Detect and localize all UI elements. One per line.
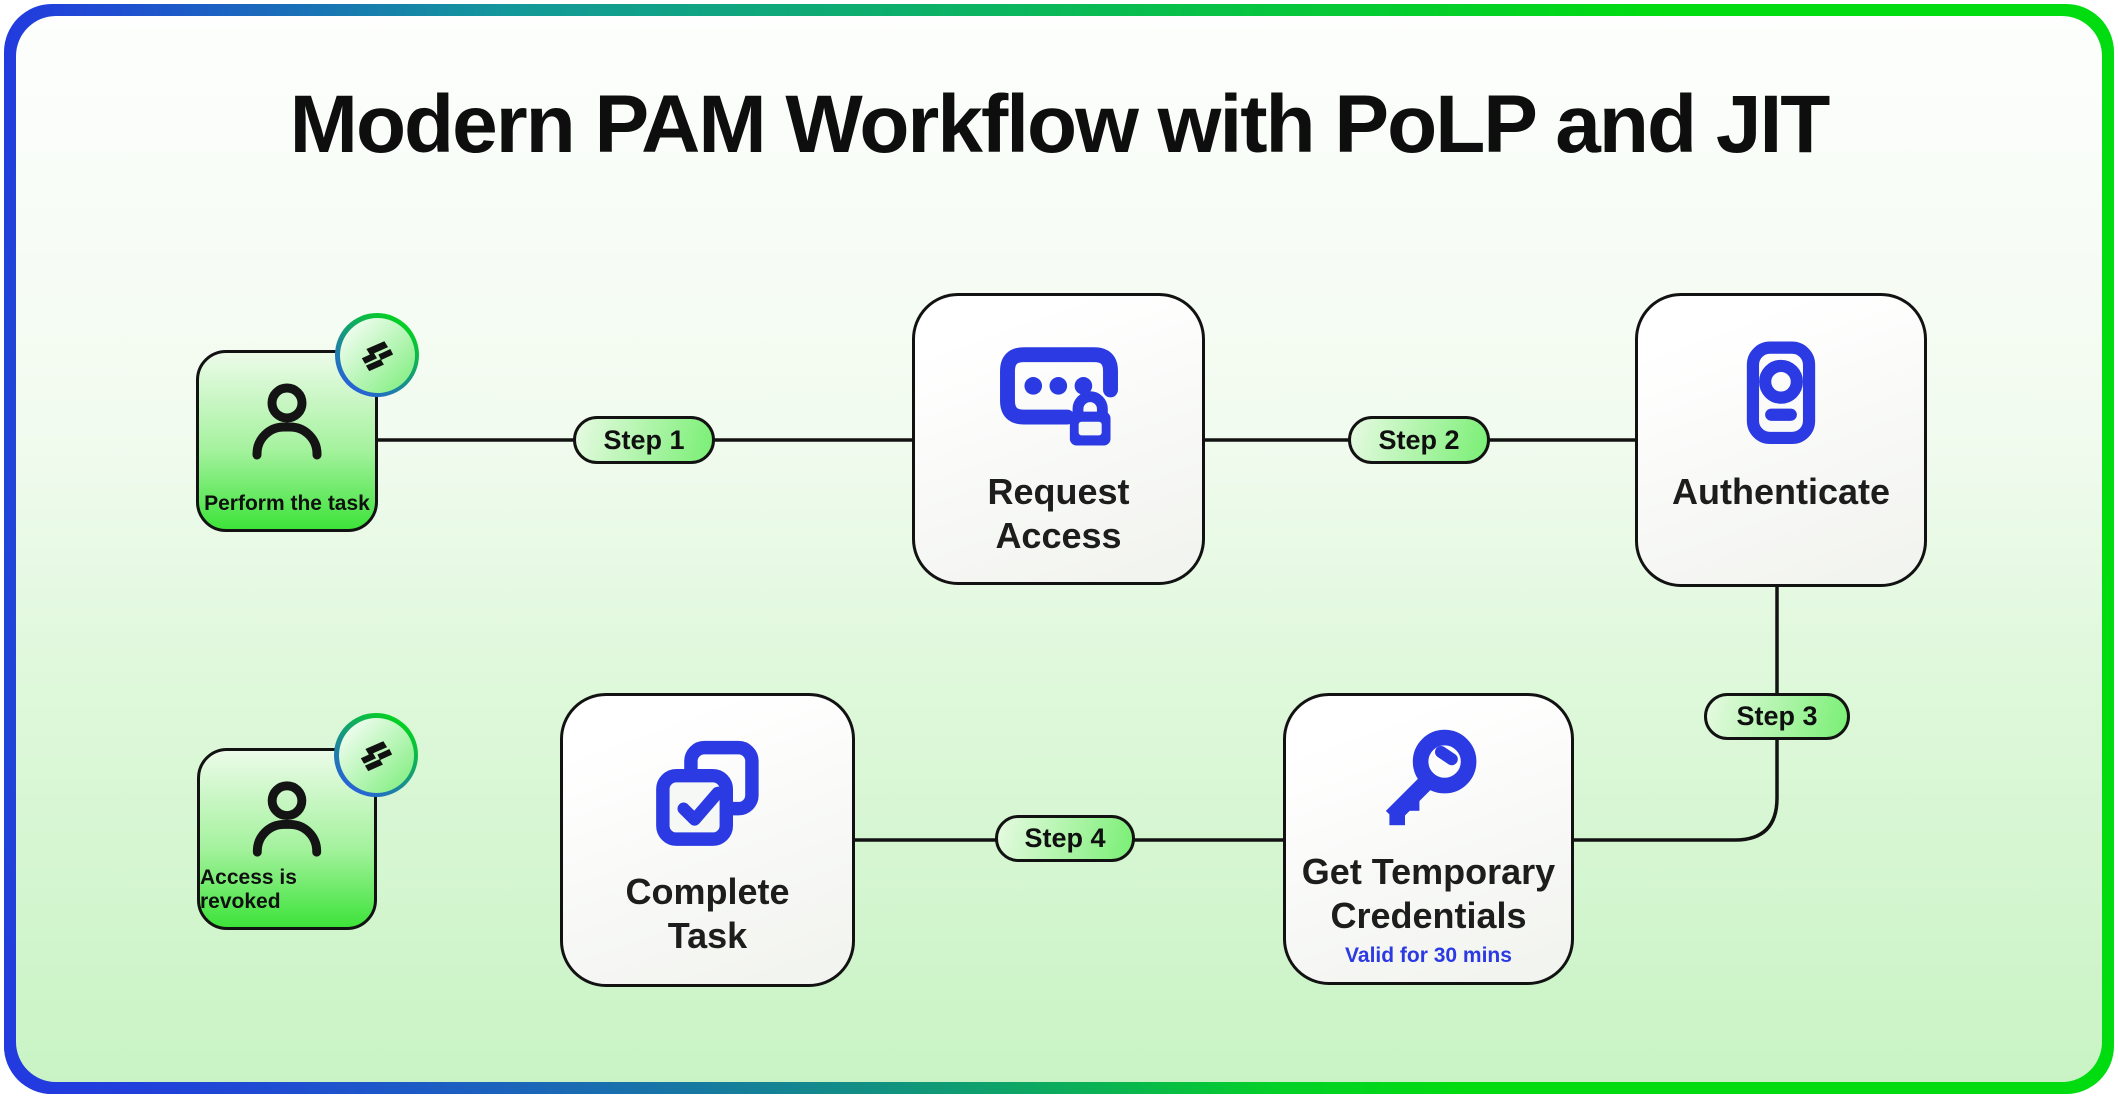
node-label: Get Temporary Credentials <box>1301 851 1556 936</box>
node-label: Authenticate <box>1671 471 1891 512</box>
node-request-access: Request Access <box>912 293 1205 585</box>
node-label: Perform the task <box>204 492 370 515</box>
step-1-pill: Step 1 <box>573 416 715 464</box>
user-icon <box>252 781 322 857</box>
password-lock-icon <box>999 347 1118 446</box>
brand-badge <box>335 313 419 397</box>
strongdm-logo-icon <box>361 341 394 372</box>
node-label: Request Access <box>987 471 1130 556</box>
node-authenticate: Authenticate <box>1635 293 1927 587</box>
step-4-pill: Step 4 <box>995 815 1135 862</box>
node-label: Complete Task <box>625 871 790 956</box>
node-complete-task: Complete Task <box>560 693 855 987</box>
node-access-revoked: Access is revoked <box>197 713 418 930</box>
brand-badge <box>334 713 418 797</box>
step-2-pill: Step 2 <box>1348 416 1490 464</box>
credentials-validity-note: Valid for 30 mins <box>1345 943 1512 967</box>
step-3-pill: Step 3 <box>1704 693 1850 740</box>
node-perform-task: Perform the task <box>196 313 419 532</box>
node-get-credentials: Get Temporary Credentials Valid for 30 m… <box>1283 693 1574 985</box>
key-icon <box>1385 729 1476 826</box>
user-icon <box>252 383 322 460</box>
strongdm-logo-icon <box>360 741 393 772</box>
id-card-icon <box>1746 341 1816 445</box>
task-check-icon <box>655 740 759 846</box>
diagram-title: Modern PAM Workflow with PoLP and JIT <box>289 79 1831 170</box>
node-label: Access is revoked <box>200 866 297 913</box>
